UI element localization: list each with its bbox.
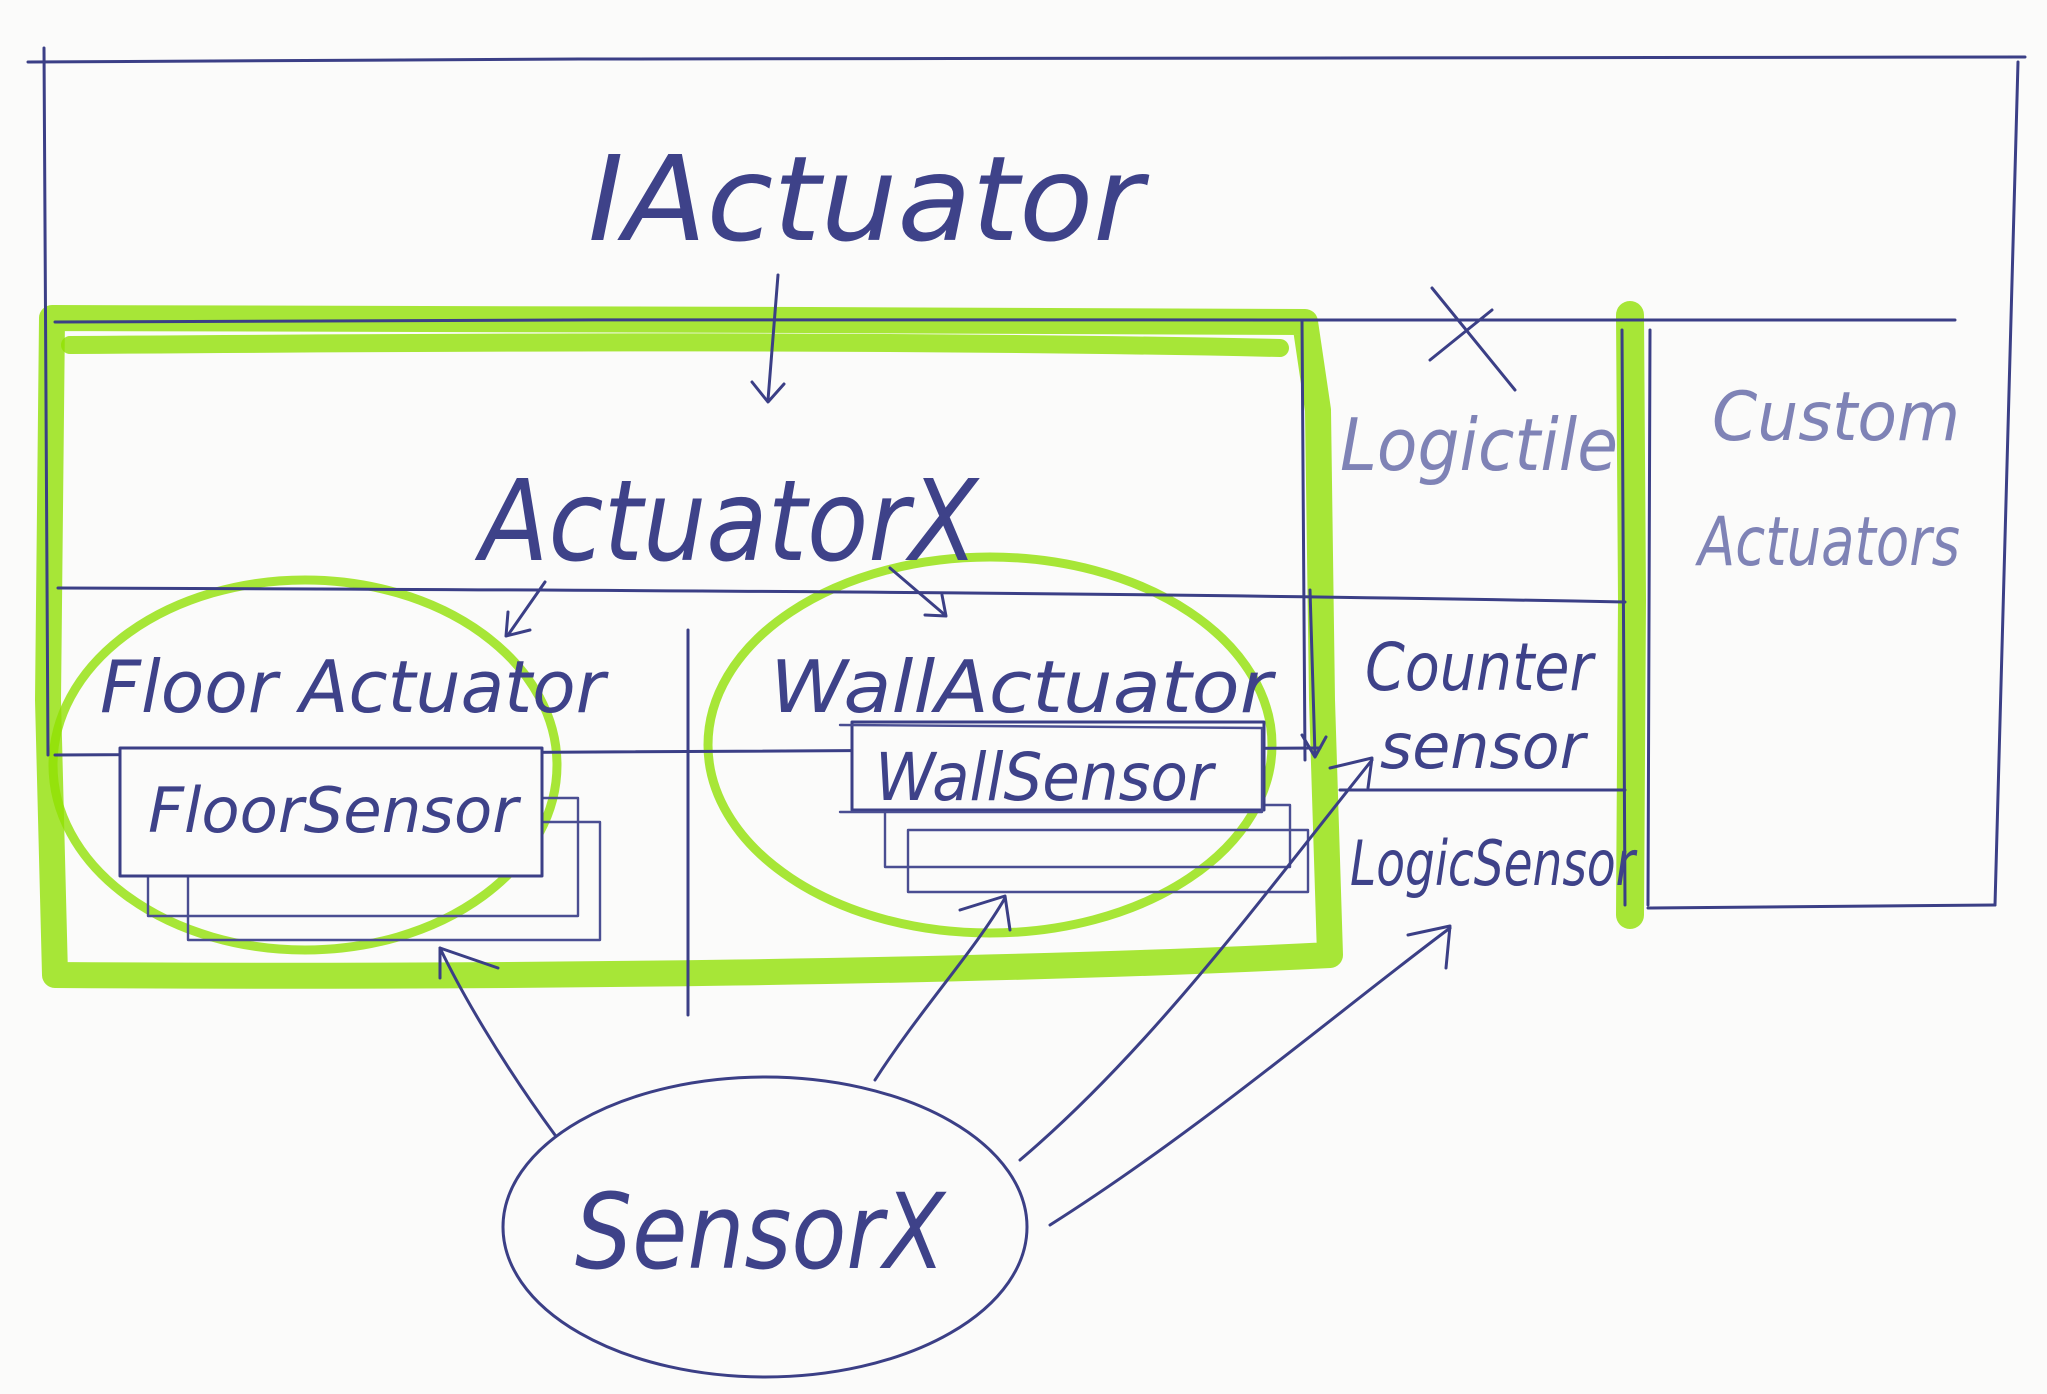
sensorx-label: SensorX (575, 1171, 947, 1293)
arrowhead (923, 593, 948, 618)
floor-actuator-highlight (48, 575, 562, 955)
floor-sensor-label: FloorSensor (148, 774, 522, 847)
wall-sensor-box (850, 720, 1266, 812)
wall-sensor-box-outline (838, 723, 1264, 814)
outer-frame-left (42, 46, 50, 757)
arrowhead (958, 894, 1012, 932)
arrowhead (504, 610, 532, 638)
sensorx-to-floor-sensor (438, 946, 557, 1137)
counter-sensor-label-line2: sensor (1380, 710, 1588, 783)
sensorx-to-logic-sensor (1048, 926, 1452, 1227)
wall-sensor-box-back2 (906, 828, 1310, 894)
floor-actuator-label: Floor Actuator (100, 645, 609, 729)
wall-sensor-label: WallSensor (875, 739, 1217, 816)
labels: IActuator ActuatorX Floor Actuator Floor… (100, 130, 1960, 1293)
logictile-right-divider (1646, 328, 1652, 907)
logictile-crossout-2 (1428, 308, 1494, 362)
logictile-label: Logictile (1340, 403, 1618, 487)
iactuator-label: IActuator (588, 130, 1150, 268)
actuator-to-floor-arrow (506, 580, 547, 637)
logic-sensor-label: LogicSensor (1350, 827, 1638, 900)
wall-actuator-label: WallActuator (770, 645, 1277, 729)
sensorx-to-wall-sensor (873, 896, 1007, 1082)
actuatorx-label: ActuatorX (475, 457, 980, 587)
arrowhead (438, 946, 500, 980)
sensorx-to-counter-sensor (1018, 758, 1374, 1162)
wall-to-counter-arrow (1308, 588, 1317, 757)
wall-actuator-highlight (703, 552, 1277, 938)
actuatorx-right-divider (1300, 318, 1307, 762)
arrowhead (1328, 756, 1374, 790)
logictile-crossout-1 (1430, 286, 1517, 392)
outer-frame (26, 54, 2027, 64)
outer-frame-bottom-right (1646, 903, 1997, 910)
custom-actuators-divider-highlight (1616, 301, 1646, 929)
interface-divider (53, 318, 1957, 324)
actuator-to-wall-arrow (888, 566, 947, 617)
interface-to-actuatorx-arrow (766, 273, 780, 402)
actuatorx-highlight-inner (61, 333, 1289, 357)
sensorx-ellipse (501, 1075, 1029, 1379)
custom-actuators-label-line2: Actuators (1695, 503, 1960, 582)
outer-frame-right (1993, 60, 2020, 907)
ink-structure (26, 46, 2027, 1379)
custom-actuators-label-line1: Custom (1712, 378, 1960, 457)
arrowhead (1300, 733, 1328, 759)
actuatorx-bottom-divider (56, 586, 1627, 604)
arrowhead (750, 380, 786, 404)
counter-sensor-label-line1: Counter (1365, 629, 1596, 706)
logictile-right-divider-2 (1620, 328, 1627, 907)
arrowhead (1406, 924, 1452, 970)
floor-sensor-box (118, 746, 544, 878)
